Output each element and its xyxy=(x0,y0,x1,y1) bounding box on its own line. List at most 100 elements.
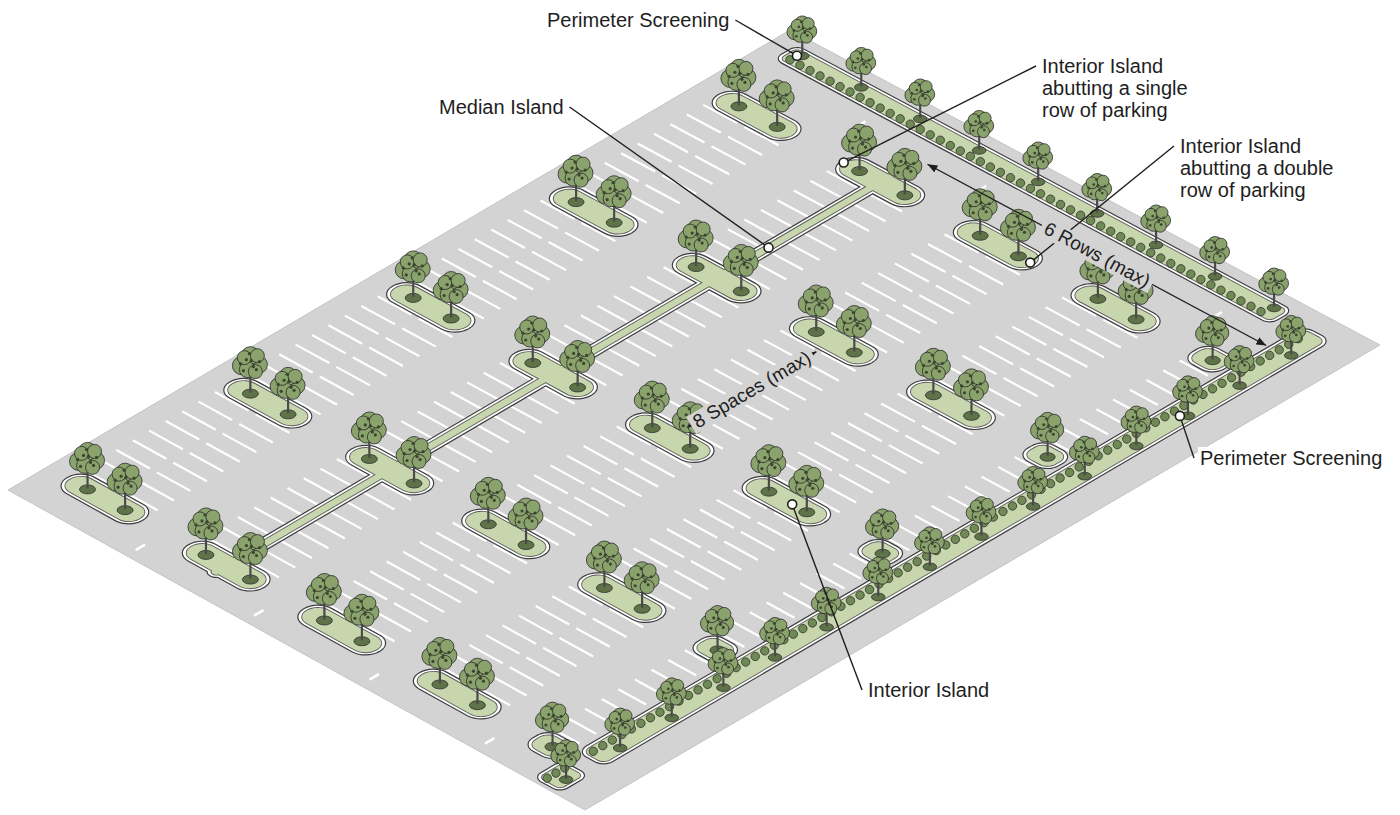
stall-stripe xyxy=(835,213,869,231)
tree-texture xyxy=(1149,224,1152,227)
planting-outline xyxy=(911,383,991,427)
shrub xyxy=(970,524,978,532)
tree-texture xyxy=(367,417,370,420)
stall-stripe xyxy=(886,315,920,333)
tree-texture xyxy=(867,137,870,140)
tree-texture xyxy=(893,164,896,167)
stall-stripe xyxy=(303,386,337,404)
tree-canopy xyxy=(764,84,778,98)
tree-texture xyxy=(374,433,377,436)
tree-texture xyxy=(856,57,859,60)
tree-texture xyxy=(564,171,567,174)
tree-canopy xyxy=(609,711,621,723)
tree-texture xyxy=(882,521,885,524)
tree-texture xyxy=(714,661,717,664)
tree-texture xyxy=(902,154,905,157)
callout-label: Median Island xyxy=(437,96,566,118)
tree-canopy xyxy=(739,262,753,276)
tree-texture xyxy=(776,633,779,636)
tree-texture xyxy=(887,529,890,532)
tree-texture xyxy=(899,160,902,163)
stall-stripe xyxy=(936,286,970,304)
tree-texture xyxy=(878,568,881,571)
planting-area xyxy=(187,544,266,588)
tree-texture xyxy=(570,167,573,170)
tree xyxy=(798,285,833,337)
tree-texture xyxy=(537,337,540,340)
tree-texture xyxy=(985,515,988,518)
tree-canopy xyxy=(672,680,684,692)
tree-texture xyxy=(741,257,744,260)
tree-canopy xyxy=(852,324,866,338)
tree-texture xyxy=(874,530,877,533)
shrub xyxy=(599,741,607,749)
tree-canopy xyxy=(1263,271,1275,283)
stall-stripe xyxy=(683,519,717,537)
tree-canopy xyxy=(883,511,896,524)
tree-texture xyxy=(567,178,570,181)
stall-stripe xyxy=(785,242,819,260)
stall-stripe xyxy=(278,539,312,558)
tree-texture xyxy=(1146,218,1149,221)
stall-stripe xyxy=(870,324,904,342)
stall-stripe xyxy=(370,571,404,590)
tree-texture xyxy=(277,383,280,386)
tree-texture xyxy=(795,481,798,484)
tree-texture xyxy=(884,526,887,529)
tree xyxy=(605,708,635,752)
stall-stripe xyxy=(526,657,560,676)
tree xyxy=(953,369,988,421)
tree-texture xyxy=(1140,424,1143,427)
tree-texture xyxy=(861,142,864,145)
stall-stripe xyxy=(624,468,658,486)
tree-texture xyxy=(525,510,528,513)
tree-texture xyxy=(717,617,720,620)
stall-stripe xyxy=(451,392,485,410)
tree-canopy xyxy=(1240,347,1252,359)
tree-texture xyxy=(1016,215,1019,218)
tree-texture xyxy=(631,577,634,580)
tree-texture xyxy=(647,583,650,586)
tree-texture xyxy=(662,691,665,694)
tree xyxy=(1018,466,1048,510)
tree-texture xyxy=(569,363,572,366)
tree-texture xyxy=(1086,267,1089,270)
tree-canopy xyxy=(286,385,300,399)
tree-texture xyxy=(1280,279,1283,282)
tree-texture xyxy=(806,34,809,37)
tree-texture xyxy=(87,455,90,458)
stall-stripe xyxy=(802,232,836,250)
tree-canopy xyxy=(250,535,264,549)
stall-stripe xyxy=(905,435,939,453)
tree-canopy xyxy=(288,369,302,383)
tree-texture xyxy=(313,589,316,592)
tree-texture xyxy=(1039,434,1042,437)
planting-outline xyxy=(391,285,471,329)
tree xyxy=(751,445,786,497)
shrub xyxy=(1208,385,1216,393)
stall-stripe xyxy=(581,316,615,334)
stall-stripe xyxy=(223,434,257,453)
stall-stripe xyxy=(783,593,811,608)
tree-texture xyxy=(564,744,567,747)
tree-texture xyxy=(1134,411,1137,414)
tree-texture xyxy=(76,458,79,461)
tree-texture xyxy=(521,331,524,334)
tree-canopy xyxy=(193,512,207,526)
tree-texture xyxy=(727,75,730,78)
shrub xyxy=(751,652,759,660)
stall-stripe xyxy=(646,185,680,203)
tree-texture xyxy=(808,484,811,487)
tree-texture xyxy=(319,585,322,588)
stall-stripe xyxy=(475,424,509,442)
planting-outline xyxy=(532,735,568,755)
tree xyxy=(306,573,341,625)
tree-texture xyxy=(1278,286,1281,289)
stall-stripe xyxy=(810,181,844,199)
tree-texture xyxy=(614,188,617,191)
tree-texture xyxy=(738,72,741,75)
tree-texture xyxy=(682,424,685,427)
tree-texture xyxy=(976,390,979,393)
tree-canopy xyxy=(206,510,220,524)
stall-stripe xyxy=(344,501,378,520)
